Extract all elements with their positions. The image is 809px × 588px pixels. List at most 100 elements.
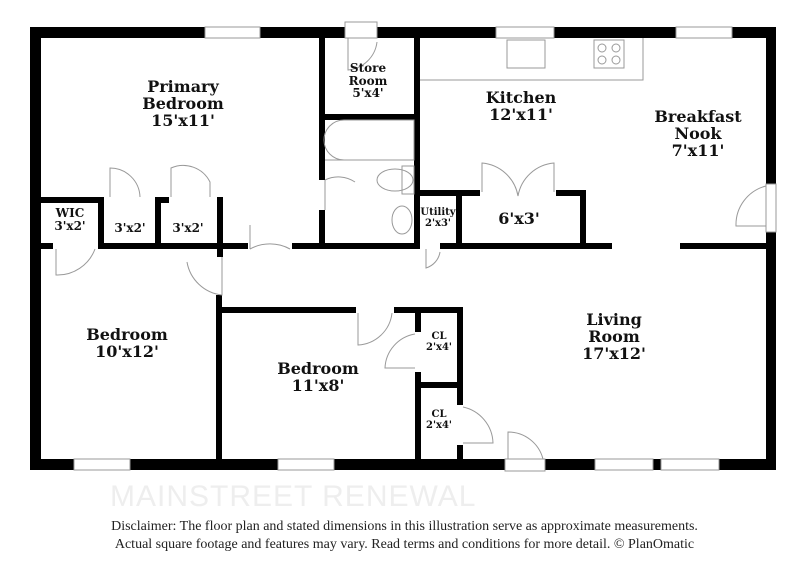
wall bbox=[680, 243, 766, 249]
room-name: Store bbox=[349, 61, 387, 75]
room-size: 3'x2' bbox=[172, 221, 204, 235]
burner-icon bbox=[611, 55, 621, 65]
room-size: 2'x4' bbox=[425, 419, 453, 431]
room-closet: 3'x2' bbox=[172, 222, 203, 235]
window bbox=[277, 458, 335, 471]
wall bbox=[319, 38, 325, 180]
room-kitchen: Kitchen 12'x11' bbox=[485, 88, 557, 124]
room-name: Nook bbox=[674, 123, 722, 143]
disclaimer-line: Actual square footage and features may v… bbox=[114, 537, 695, 552]
room-size: 3'x2' bbox=[54, 218, 86, 233]
wall bbox=[41, 197, 103, 203]
window bbox=[660, 458, 720, 471]
wall bbox=[319, 210, 325, 248]
room-size: 17'x12' bbox=[582, 343, 646, 363]
wall-top bbox=[30, 27, 776, 38]
room-bedroom-middle: Bedroom 11'x8' bbox=[277, 359, 359, 395]
wall-left bbox=[30, 27, 41, 470]
door-swing bbox=[481, 162, 555, 197]
wall bbox=[457, 445, 463, 460]
door-opening bbox=[504, 458, 546, 472]
room-size: 7'x11' bbox=[671, 140, 725, 160]
room-name: Kitchen bbox=[485, 88, 557, 107]
toilet-tank-icon bbox=[401, 165, 415, 195]
door-swing bbox=[55, 248, 96, 276]
watermark-logo: MAINSTREET RENEWAL bbox=[110, 482, 477, 512]
bathtub-icon bbox=[323, 119, 415, 161]
room-size: 2'x4' bbox=[425, 341, 453, 353]
wall bbox=[216, 307, 356, 313]
room-size: 12'x11' bbox=[489, 104, 553, 124]
room-utility: Utility 2'x3' bbox=[420, 207, 456, 229]
room-size: 11'x8' bbox=[291, 375, 345, 395]
wall bbox=[456, 190, 480, 196]
room-living-room: Living Room 17'x12' bbox=[582, 310, 646, 363]
room-closet: 3'x2' bbox=[114, 222, 145, 235]
room-bedroom-left: Bedroom 10'x12' bbox=[86, 325, 168, 361]
doors bbox=[55, 38, 767, 460]
room-breakfast-nook: Breakfast Nook 7'x11' bbox=[654, 107, 742, 160]
room-size: 3'x2' bbox=[114, 221, 146, 235]
wall bbox=[457, 307, 463, 405]
door-swing bbox=[249, 225, 291, 250]
sink-basin-icon bbox=[391, 205, 413, 235]
room-name: Bedroom bbox=[277, 359, 359, 378]
wall bbox=[98, 243, 248, 249]
burner-icon bbox=[597, 55, 607, 65]
room-wic: WIC 3'x2' bbox=[54, 207, 85, 232]
walls bbox=[30, 27, 776, 470]
disclaimer: Disclaimer: The floor plan and stated di… bbox=[0, 518, 809, 554]
window bbox=[204, 26, 261, 39]
wall bbox=[155, 197, 169, 203]
room-closet-lower: CL 2'x4' bbox=[425, 409, 453, 431]
window bbox=[495, 26, 555, 39]
wall bbox=[41, 243, 53, 249]
door-swing bbox=[507, 431, 544, 460]
door-swing bbox=[462, 406, 494, 444]
wall bbox=[415, 372, 421, 460]
wall bbox=[415, 382, 463, 388]
wall bbox=[394, 307, 462, 313]
room-size: 6'x3' bbox=[498, 209, 540, 228]
burner-icon bbox=[597, 43, 607, 53]
wall bbox=[217, 197, 223, 257]
fixtures bbox=[323, 38, 644, 235]
room-name: Bedroom bbox=[86, 325, 168, 344]
door-swing bbox=[186, 257, 223, 296]
wall bbox=[414, 38, 420, 248]
room-name: Living bbox=[586, 310, 642, 329]
room-size: 10'x12' bbox=[95, 341, 159, 361]
door-swing bbox=[384, 333, 416, 369]
disclaimer-line: Disclaimer: The floor plan and stated di… bbox=[111, 519, 698, 534]
door-swing bbox=[170, 164, 211, 197]
toilet-icon bbox=[376, 168, 414, 192]
room-pantry: 6'x3' bbox=[498, 209, 540, 228]
window bbox=[594, 458, 654, 471]
wall bbox=[556, 190, 585, 196]
room-name: Primary bbox=[147, 77, 219, 96]
wall bbox=[415, 307, 421, 332]
room-name: Bedroom bbox=[142, 93, 224, 113]
room-name: CL bbox=[431, 331, 447, 342]
room-primary-bedroom: Primary Bedroom 15'x11' bbox=[142, 77, 224, 130]
room-name: WIC bbox=[55, 206, 85, 220]
wall bbox=[216, 295, 222, 460]
kitchen-counter bbox=[420, 38, 644, 81]
door-swing bbox=[109, 167, 141, 198]
door-swing bbox=[347, 38, 378, 71]
room-size: 2'x3' bbox=[424, 217, 452, 229]
window bbox=[73, 458, 131, 471]
stove-icon bbox=[593, 39, 625, 69]
room-closet-upper: CL 2'x4' bbox=[425, 331, 453, 353]
room-name: Room bbox=[348, 73, 388, 88]
room-name: Utility bbox=[420, 207, 456, 218]
room-store-room: Store Room 5'x4' bbox=[349, 62, 388, 100]
sink-icon bbox=[506, 39, 546, 69]
room-name: Breakfast bbox=[654, 107, 742, 126]
wall bbox=[580, 190, 586, 249]
burner-icon bbox=[611, 43, 621, 53]
wall bbox=[440, 243, 612, 249]
wall-bottom bbox=[30, 459, 776, 470]
room-size: 15'x11' bbox=[151, 110, 215, 130]
